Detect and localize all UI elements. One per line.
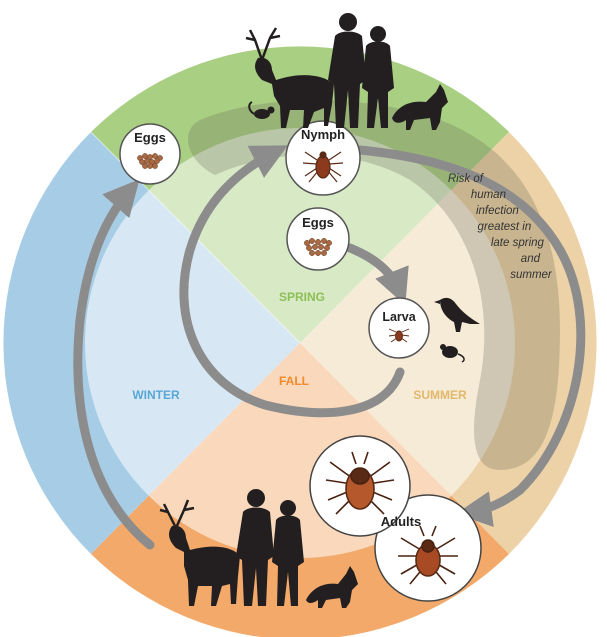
stage-label: Eggs xyxy=(302,215,334,230)
stage-label: Adults xyxy=(381,514,421,529)
stage-eggs-spring: Eggs xyxy=(287,208,349,270)
season-label-fall: FALL xyxy=(279,374,309,388)
stage-label: Nymph xyxy=(301,127,345,142)
stage-eggs-winter: Eggs xyxy=(120,124,180,184)
risk-note-line: human xyxy=(471,189,506,201)
stage-nymph: Nymph xyxy=(286,121,360,195)
stage-larva: Larva xyxy=(369,298,429,358)
season-label-spring: SPRING xyxy=(279,290,325,304)
risk-note-line: Risk of xyxy=(448,173,485,185)
risk-note-line: and xyxy=(521,253,541,265)
risk-note-line: greatest in xyxy=(478,221,532,233)
risk-note-line: summer xyxy=(510,269,553,281)
risk-note-line: late spring xyxy=(491,237,545,249)
season-label-summer: SUMMER xyxy=(413,388,467,402)
risk-note-line: infection xyxy=(476,205,519,217)
stage-label: Larva xyxy=(382,310,416,324)
stage-label: Eggs xyxy=(134,130,166,145)
season-label-winter: WINTER xyxy=(132,388,180,402)
